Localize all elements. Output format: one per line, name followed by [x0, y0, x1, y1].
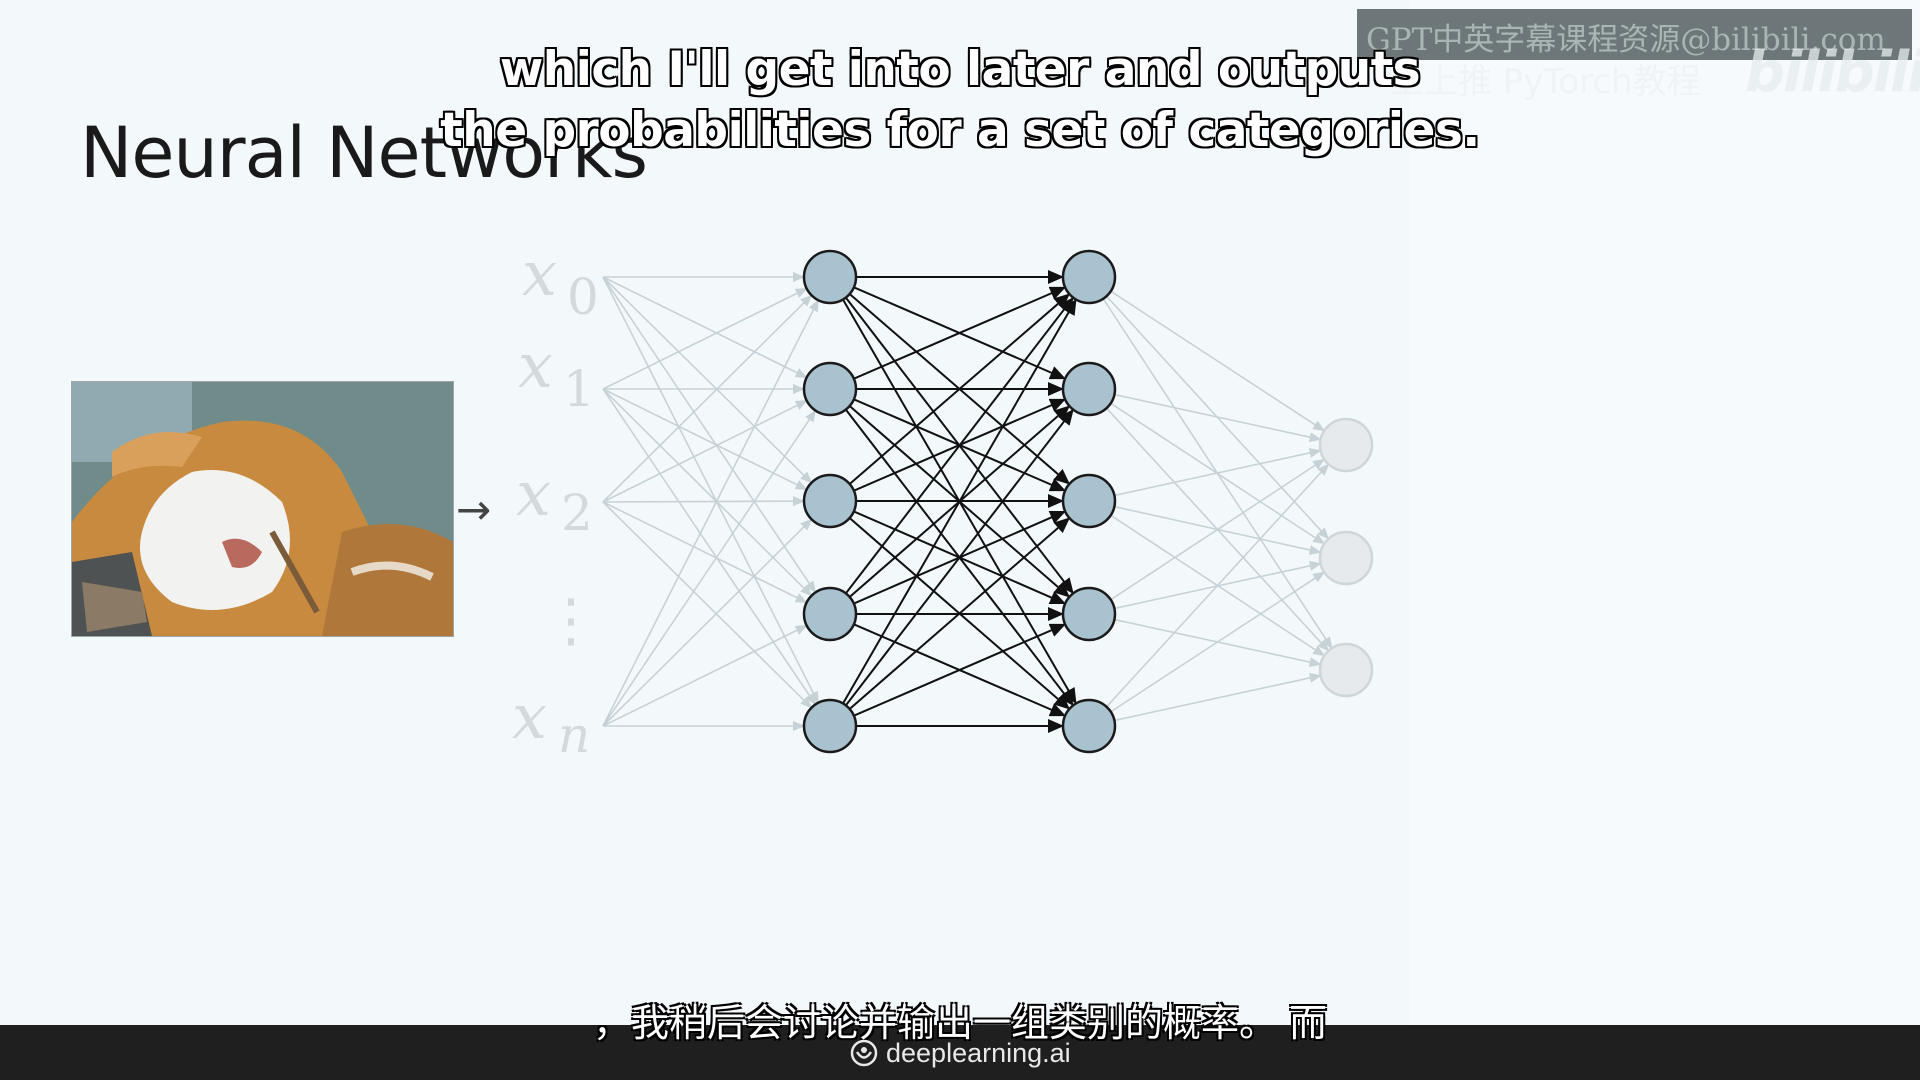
input-sub-xn: n [558, 706, 590, 764]
hidden-edge [848, 519, 1068, 710]
input-var-x1: x [518, 329, 553, 402]
input-sub-x1: 1 [563, 360, 595, 418]
hidden-layer-1-node [802, 473, 858, 529]
output-edges [1102, 290, 1330, 722]
input-label-xn: x n [512, 680, 590, 764]
subtitle-english-line-1: which I'll get into later and outputs [499, 42, 1421, 97]
input-edge [602, 276, 814, 591]
input-edge [602, 276, 805, 377]
deeplearning-logo-icon [850, 1039, 878, 1067]
subtitle-chinese: ，我稍后会讨论并输出一组类别的概率。 而 [592, 1001, 1328, 1045]
output-edge [1110, 290, 1323, 429]
hidden-layer-2-node [1061, 698, 1117, 754]
hidden-layer-1-node [802, 361, 858, 417]
input-edge [602, 401, 805, 503]
hidden-layer-2-node [1061, 586, 1117, 642]
subtitle-english-line-2: the probabilities for a set of categorie… [440, 103, 1480, 158]
input-edge [602, 276, 817, 701]
slide-right-panel [1410, 0, 1920, 1025]
input-edge [602, 501, 802, 502]
hidden-layer-2-node [1061, 473, 1117, 529]
input-edge [602, 501, 810, 706]
output-edge [1114, 393, 1318, 440]
output-node [1318, 417, 1374, 473]
hidden-edge [849, 295, 1068, 485]
watermark-banner [1357, 9, 1912, 60]
input-edge [602, 302, 817, 727]
hidden-layer-2-node [1061, 249, 1117, 305]
output-edge [1105, 466, 1328, 708]
output-edge [1110, 514, 1323, 654]
image-to-input-arrow: → [456, 485, 491, 534]
hidden-layer-1-node [802, 698, 858, 754]
input-edge [602, 626, 805, 727]
input-edge [602, 289, 805, 390]
footer-bar [0, 1025, 1920, 1080]
input-edge [602, 521, 810, 727]
hidden-layer-1-node [802, 586, 858, 642]
input-edge [602, 297, 810, 503]
hidden-edge [853, 625, 1063, 717]
hidden-edge [845, 411, 1072, 706]
output-edge [1110, 460, 1323, 601]
input-label-x2: x 2 [516, 457, 593, 542]
input-var-x0: x [522, 237, 557, 310]
output-node [1318, 642, 1374, 698]
output-node [1318, 530, 1374, 586]
output-edge [1110, 573, 1323, 713]
slide-title: Neural Networks [80, 112, 648, 194]
network-nodes [802, 249, 1374, 754]
hidden-edge [853, 288, 1063, 380]
watermark-text: GPT中英字幕课程资源@bilibili.com [1366, 22, 1886, 58]
input-edge [602, 388, 814, 703]
hidden-edge [842, 301, 1075, 704]
input-edges [602, 276, 817, 727]
bilibili-logo: bilibili [1745, 40, 1920, 105]
watermark-subtext: 上上推 PyTorch教程 [1390, 62, 1701, 102]
hidden-layer-2-node [1061, 361, 1117, 417]
input-label-x1: x 1 [518, 329, 595, 418]
input-var-xn: x [512, 680, 547, 753]
input-edge [602, 501, 805, 602]
hidden-edges [842, 277, 1075, 726]
input-edge [602, 412, 814, 727]
footer-brand-text: deeplearning.ai [886, 1037, 1071, 1068]
input-edge [602, 388, 810, 594]
output-edge [1114, 676, 1318, 722]
cat-photo [71, 381, 454, 637]
input-var-x2: x [516, 457, 551, 530]
input-sub-x2: 2 [561, 484, 593, 542]
hidden-layer-1-node [802, 249, 858, 305]
cat-photo-illustration [72, 382, 453, 636]
input-sub-x0: 0 [567, 268, 599, 326]
hidden-edge [845, 299, 1072, 594]
footer-brand: deeplearning.ai [850, 1036, 1071, 1070]
input-edge [602, 276, 810, 481]
input-ellipsis: ⋮ [542, 586, 600, 654]
input-label-x0: x 0 [522, 237, 599, 326]
input-edge [602, 388, 805, 489]
output-edge [1114, 451, 1318, 497]
